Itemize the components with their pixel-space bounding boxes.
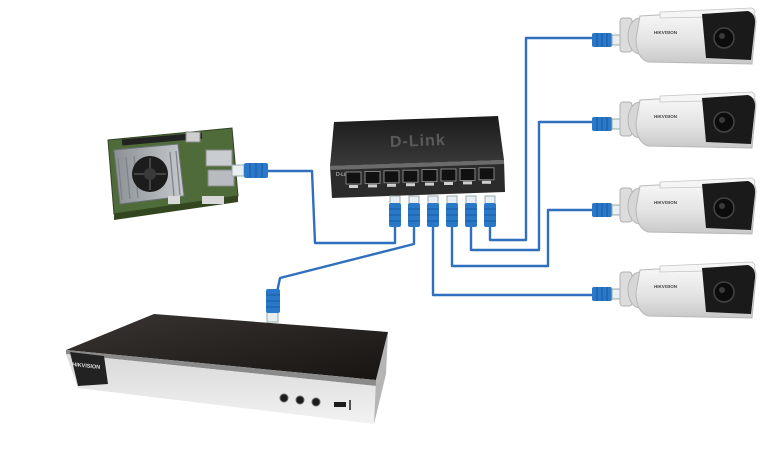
switch-port-label [482,180,491,184]
network-switch: D-Link D-Link [330,116,505,227]
switch-port [440,168,457,182]
rj45-connector-icon [266,289,280,323]
rj45-connector-icon [427,195,439,227]
bullet-camera: HIKVISION [592,261,757,319]
nvr-button[interactable] [279,393,289,403]
switch-port-label [349,185,358,188]
switch-port [459,167,476,181]
rj45-connector-icon [592,287,622,301]
rj45-connector-icon [446,195,458,227]
switch-port [421,169,438,183]
switch-port-label [368,184,377,188]
nvr-button[interactable] [295,395,305,405]
switch-port [364,170,381,184]
switch-port [478,167,495,181]
cable-switch-to-camera-2 [469,120,592,252]
nvr-front [66,354,376,424]
switch-connectors [389,195,496,227]
switch-port-label [444,182,453,185]
switch-port-label [463,181,472,185]
rj45-connector-icon [465,195,477,227]
camera-brand-label: HIKVISION [654,30,677,35]
nvr-brand-label: HIKVISION [72,362,101,371]
switch-port-label [406,183,415,187]
bullet-camera: HIKVISION [592,91,757,149]
nvr-top [66,314,388,380]
camera-group: HIKVISION HIKVISION HIKVISION HIKVISION [592,7,757,319]
switch-port-label [425,182,434,186]
single-board-computer [107,127,268,220]
switch-top [330,116,504,166]
camera-brand-label: HIKVISION [654,284,677,289]
camera-lens-glint [719,287,725,293]
cable-switch-to-camera-4 [431,226,592,297]
rj45-connector-icon [231,163,268,178]
switch-port [383,170,400,184]
switch-port [345,171,362,185]
switch-front-brand-label: D-Link [336,172,351,178]
cable-switch-to-camera-3 [450,208,592,268]
camera-lens-glint [719,203,725,209]
camera-lens-glint [719,33,725,39]
rj45-connector-icon [389,195,401,227]
rj45-connector-icon [408,195,420,227]
gpio-header [121,132,203,146]
ethernet-port [207,169,235,187]
cable-nvr-to-switch [274,226,416,298]
rj45-connector-icon [484,195,496,227]
rj45-connector-icon [592,203,622,217]
cable-sbc-to-switch [268,169,397,245]
rj45-connector-icon [592,33,622,47]
switch-port-label [387,183,396,187]
usb-port [205,149,233,167]
camera-lens-glint [719,117,725,123]
camera-brand-label: HIKVISION [654,200,677,205]
rj45-connector-icon [592,117,622,131]
ethernet-cables [268,36,592,298]
bullet-camera: HIKVISION [592,7,757,65]
camera-brand-label: HIKVISION [654,114,677,119]
nvr-usb-port [334,402,346,407]
cable-switch-to-camera-1 [488,36,592,242]
switch-brand-label: D-Link [390,132,446,151]
switch-ports [345,167,495,188]
bullet-camera: HIKVISION [592,177,757,235]
network-video-recorder: HIKVISION [66,289,388,424]
nvr-button[interactable] [311,397,321,407]
switch-port [402,169,419,183]
